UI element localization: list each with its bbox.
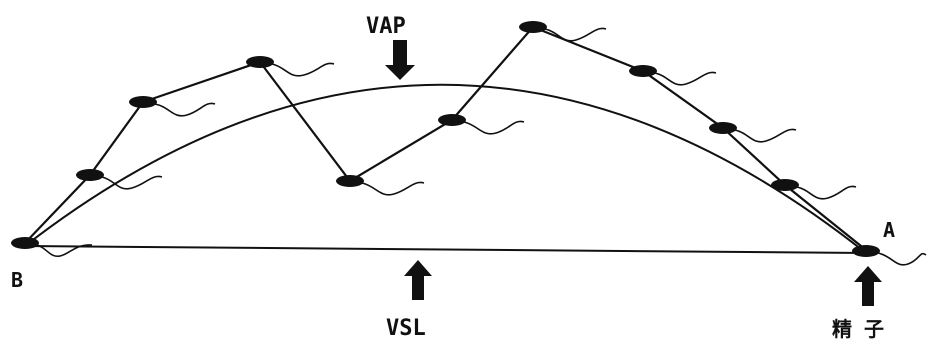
vsl-straight-line — [24, 245, 867, 254]
sperm-position-b — [11, 237, 93, 258]
sperm-head-icon — [519, 21, 547, 33]
vsl-label: VSL — [386, 316, 426, 341]
tail-wave-icon — [654, 71, 717, 86]
sperm-label: 精 子 — [832, 317, 884, 341]
vap-label: VAP — [366, 14, 406, 39]
sperm-head-icon — [76, 169, 104, 181]
sperm-head-icon — [771, 179, 799, 191]
sperm-head-icon — [438, 114, 466, 126]
tail-wave-icon — [101, 175, 163, 190]
sperm-head-icon — [709, 122, 737, 134]
sperm-position-9 — [771, 179, 857, 200]
arrow-down-icon — [385, 40, 415, 80]
sperm-head-icon — [629, 65, 657, 77]
vap-average-path-curve — [24, 83, 867, 254]
tail-wave-icon — [154, 102, 216, 117]
tail-wave-icon — [361, 181, 425, 196]
vap-arrow — [385, 40, 415, 80]
sperm-position-a — [852, 245, 927, 266]
sperm-arrow — [854, 266, 882, 306]
sperm-position-4 — [336, 175, 425, 196]
sperm-position-6 — [519, 21, 607, 42]
point-b-label: B — [11, 268, 23, 292]
sperm-position-5 — [438, 114, 525, 135]
sperm-position-1 — [76, 169, 163, 190]
sperm-head-icon — [336, 175, 364, 187]
tail-wave-icon — [463, 120, 525, 135]
tail-wave-icon — [544, 27, 607, 42]
tail-wave-icon — [877, 252, 927, 266]
tail-wave-icon — [734, 128, 797, 143]
sperm-position-8 — [709, 122, 797, 143]
tail-wave-icon — [271, 62, 335, 77]
tail-wave-icon — [796, 185, 857, 200]
sperm-head-icon — [129, 96, 157, 108]
point-a-label: A — [883, 218, 895, 242]
arrow-up-icon — [854, 266, 882, 306]
sperm-position-7 — [629, 65, 717, 86]
sperm-head-icon — [246, 56, 274, 68]
vsl-arrow — [404, 260, 432, 300]
arrow-up-icon — [404, 260, 432, 300]
tail-wave-icon — [36, 244, 93, 258]
sperm-head-icon — [852, 245, 880, 257]
actual-track-line — [24, 25, 867, 251]
sperm-position-3 — [246, 56, 335, 77]
sperm-head-icon — [11, 237, 39, 249]
sperm-position-2 — [129, 96, 216, 117]
